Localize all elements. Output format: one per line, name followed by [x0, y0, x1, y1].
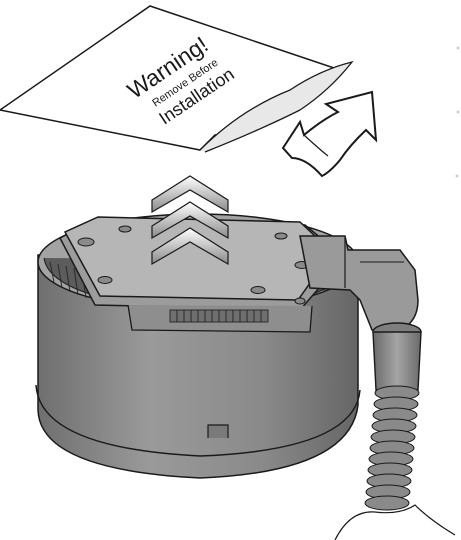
pin-header: [170, 310, 268, 322]
tube-cut-line: [335, 505, 455, 540]
edge-marks: [456, 47, 460, 178]
cold-plate: [65, 217, 332, 300]
corrugated-hose: [365, 386, 419, 510]
base-notch: [208, 425, 228, 438]
tube-sleeve: [373, 332, 421, 390]
